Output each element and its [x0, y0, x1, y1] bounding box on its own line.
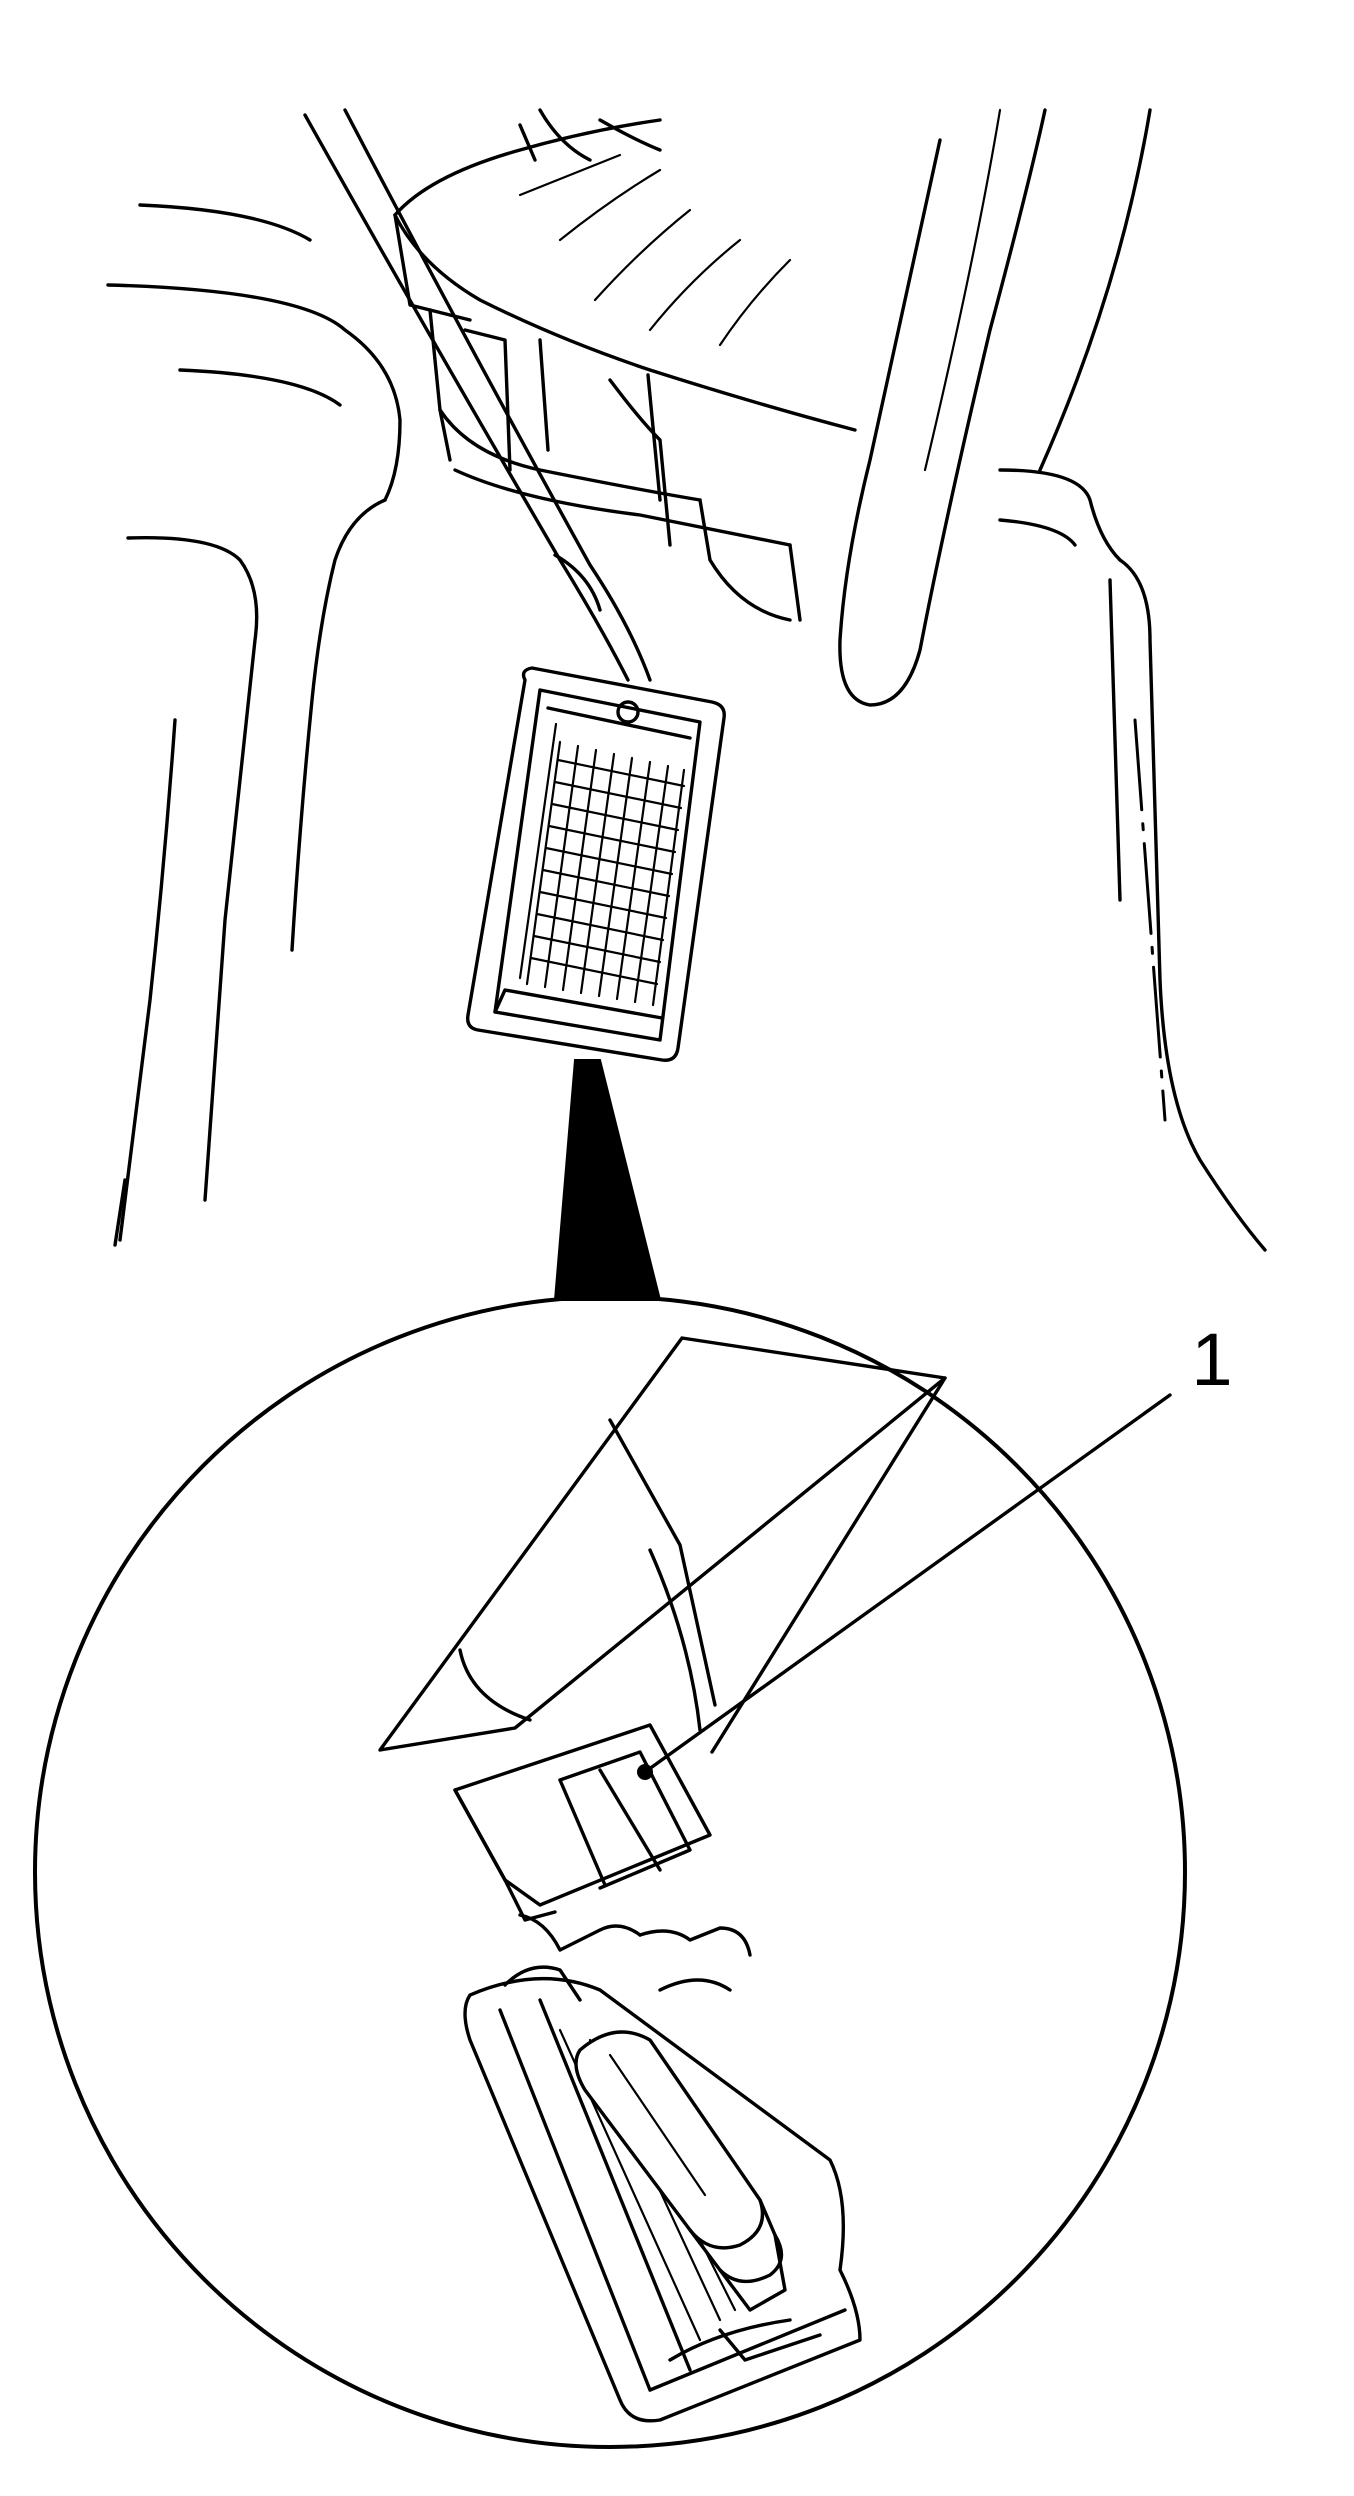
callout-1-dot	[637, 1764, 653, 1780]
overhead-console	[393, 108, 857, 622]
vehicle-interior-overview	[106, 108, 1267, 1252]
lamp-lens-grid	[525, 740, 686, 1007]
cable-harness	[303, 108, 652, 682]
callout-label: 1	[1191, 1318, 1232, 1401]
detail-trim-panel	[378, 1336, 947, 1754]
lamp-housing-detail	[463, 1977, 862, 2423]
zoom-pointer	[553, 1059, 662, 1301]
callout-1: 1	[637, 1318, 1233, 1780]
magnifier-circle	[33, 1295, 1187, 2449]
lamp-clips	[503, 1913, 752, 2002]
lamp-assembly-overview	[466, 666, 726, 1062]
left-trim-panel	[106, 203, 402, 1247]
detail-view	[33, 1295, 1187, 2449]
bulb-icon	[574, 2030, 787, 2312]
right-pillar	[838, 108, 1267, 1252]
